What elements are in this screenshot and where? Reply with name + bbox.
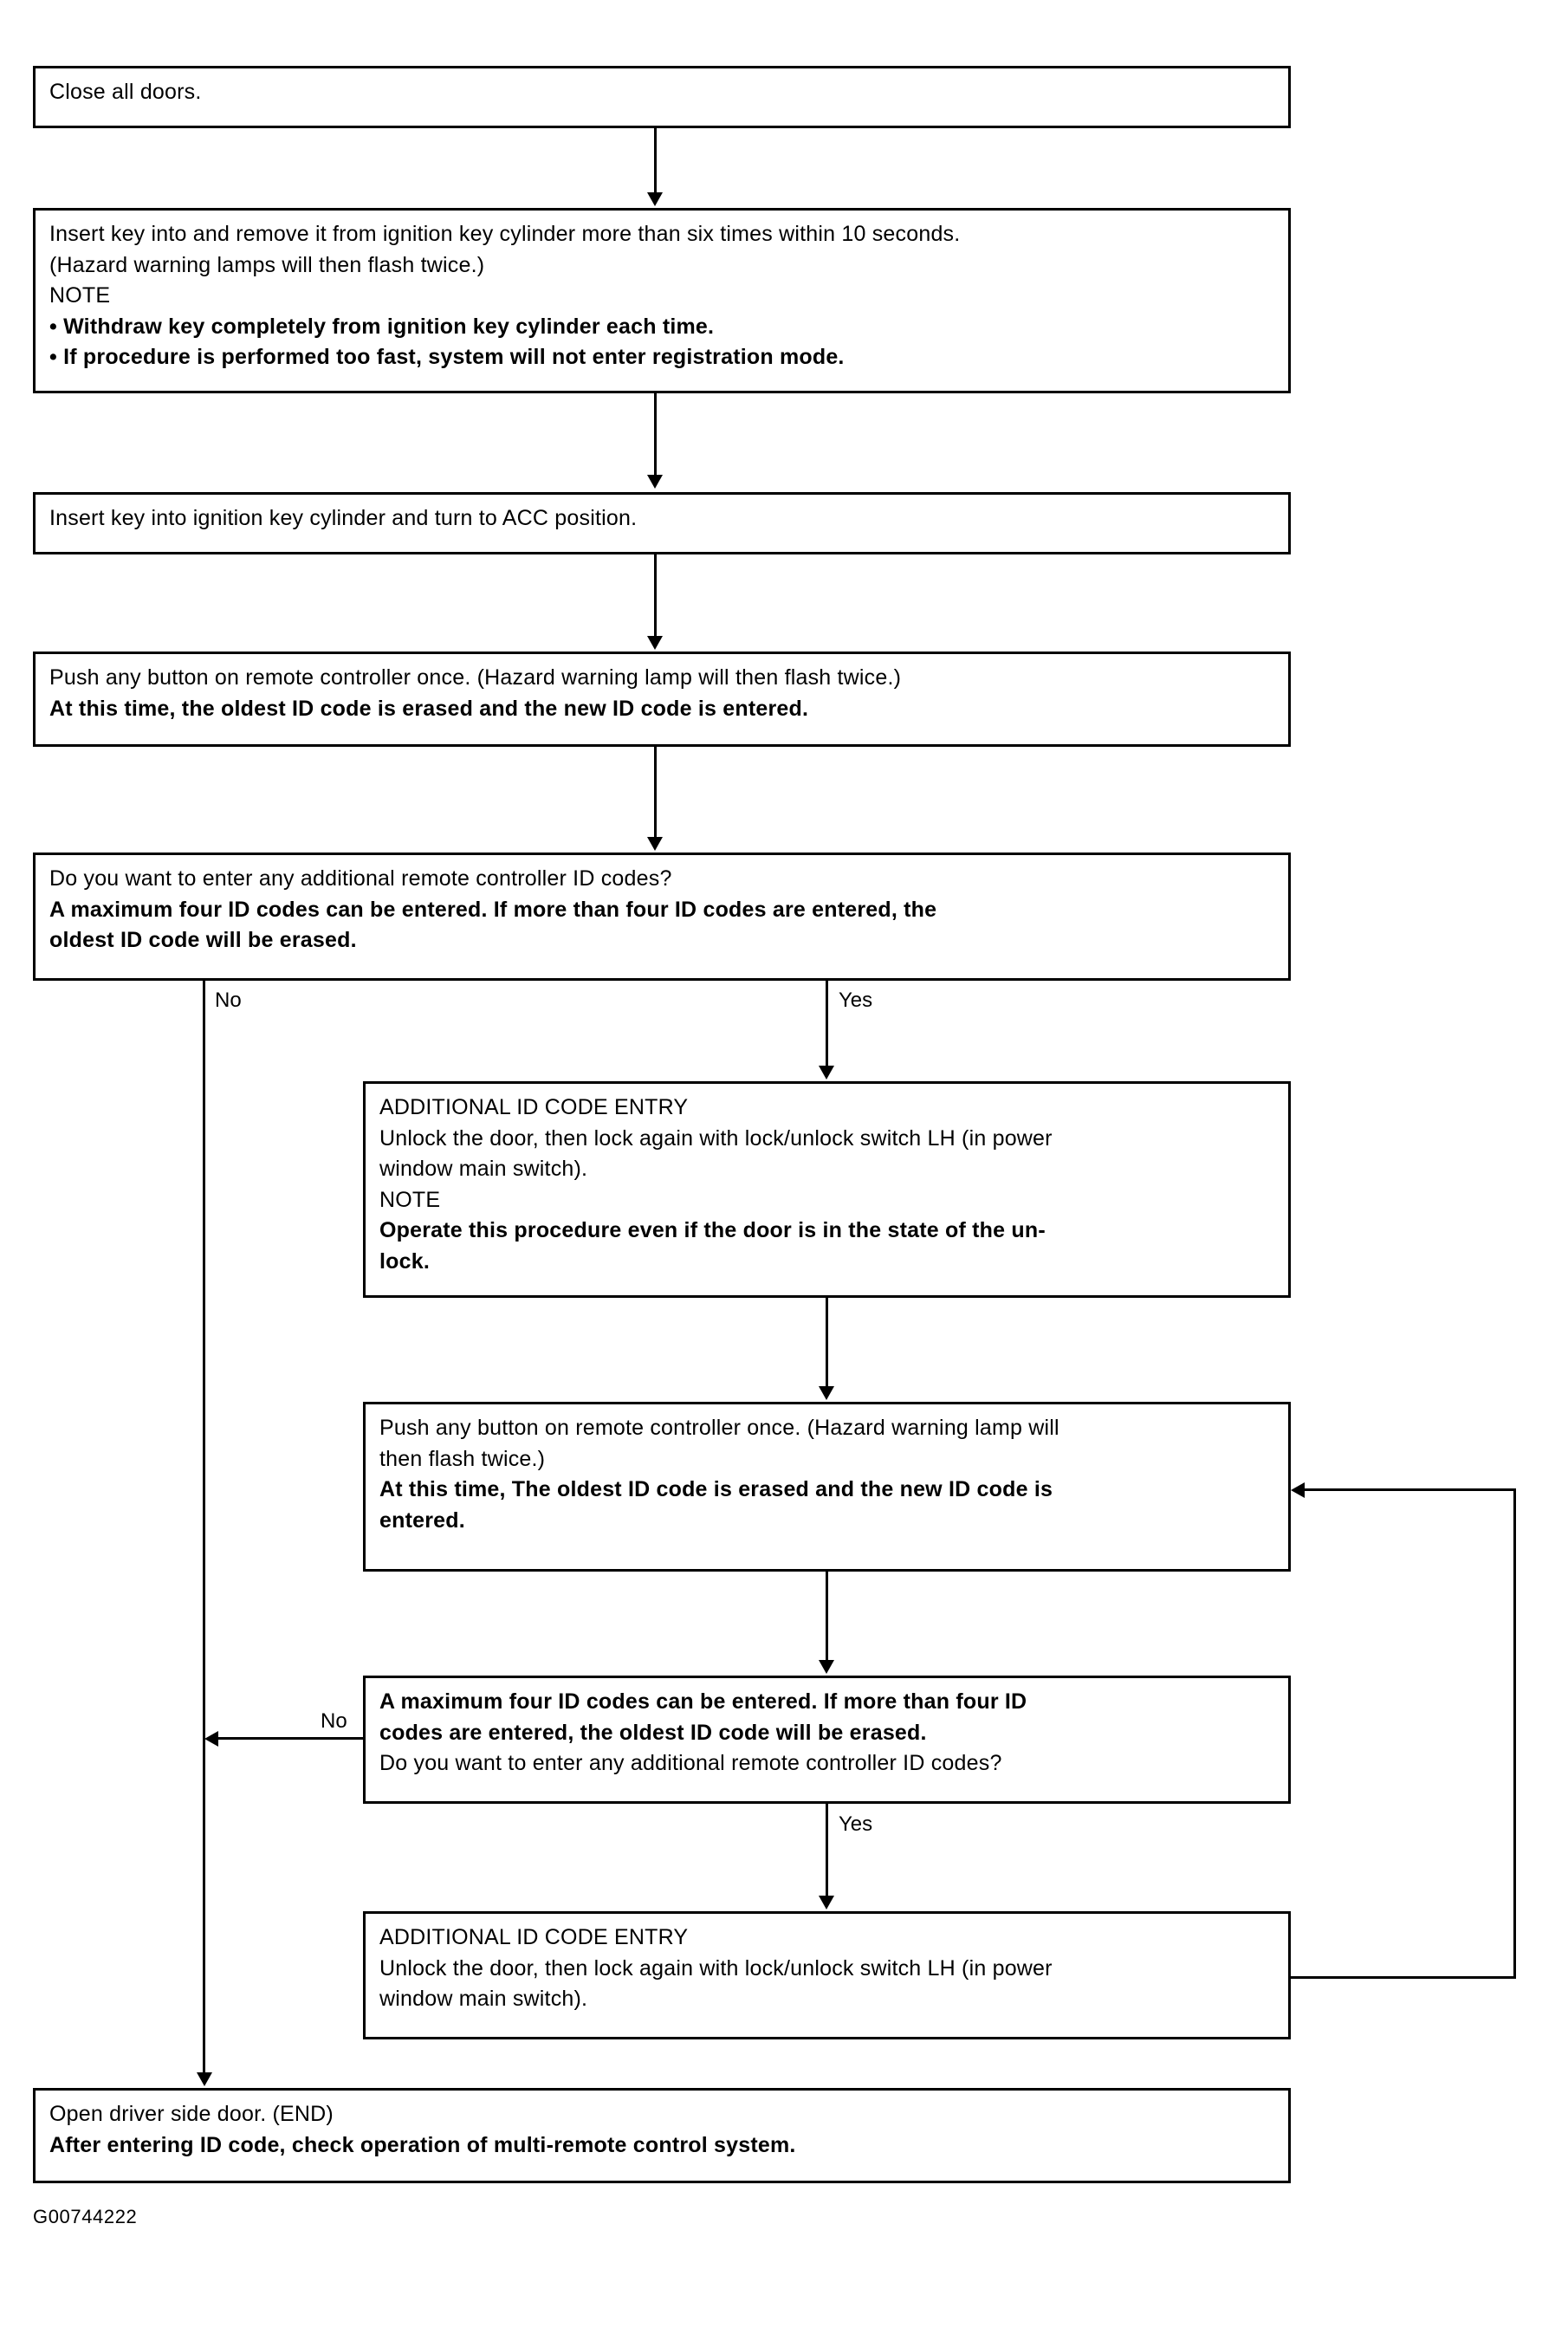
step-text-line: Insert key into and remove it from ignit… <box>49 222 961 246</box>
step-close-all-doors: Close all doors. <box>33 66 1291 128</box>
step-text-line: NOTE <box>49 283 111 308</box>
step-text-line: oldest ID code will be erased. <box>49 928 357 952</box>
arrow-10 <box>1291 1482 1305 1498</box>
connector-yes-branch-second <box>826 1804 828 1901</box>
step-text-line: Push any button on remote controller onc… <box>49 665 902 690</box>
connector-6 <box>826 1298 828 1391</box>
connector-7 <box>826 1572 828 1665</box>
arrow-7 <box>819 1660 834 1674</box>
edge-label-no-first: No <box>215 989 242 1012</box>
connector-2 <box>654 393 657 480</box>
arrow-6 <box>819 1386 834 1400</box>
step-text-line: Push any button on remote controller onc… <box>379 1416 1059 1440</box>
connector-3 <box>654 554 657 641</box>
step-text-line: entered. <box>379 1507 465 1533</box>
arrow-1 <box>647 192 663 206</box>
arrow-11 <box>197 2072 212 2086</box>
step-text-line: NOTE <box>379 1187 441 1212</box>
connector-1 <box>654 128 657 198</box>
arrow-8 <box>204 1731 218 1747</box>
step-text-line: Insert key into ignition key cylinder an… <box>49 506 638 530</box>
connector-no-branch-second <box>218 1737 363 1740</box>
step-text-line: Do you want to enter any additional remo… <box>49 866 672 891</box>
connector-4 <box>654 747 657 842</box>
step-insert-remove-key: Insert key into and remove it from ignit… <box>33 208 1291 393</box>
step-open-driver-door-end: Open driver side door. (END) After enter… <box>33 2088 1291 2183</box>
step-text-line: Open driver side door. (END) <box>49 2102 334 2126</box>
step-text-line: • Withdraw key completely from ignition … <box>49 314 715 339</box>
step-text-line: ADDITIONAL ID CODE ENTRY <box>379 1925 689 1949</box>
step-text-line: Operate this procedure even if the door … <box>379 1218 1046 1242</box>
step-text-line: Do you want to enter any additional remo… <box>379 1751 1002 1775</box>
step-text-line: A maximum four ID codes can be entered. … <box>379 1689 1027 1714</box>
edge-label-yes-second: Yes <box>839 1812 873 1836</box>
step-text-line: A maximum four ID codes can be entered. … <box>49 897 937 922</box>
step-text-line: lock. <box>379 1248 430 1274</box>
step-text-line: After entering ID code, check operation … <box>49 2132 796 2157</box>
loop-back-top-segment <box>1305 1488 1516 1491</box>
step-push-button-second: Push any button on remote controller onc… <box>363 1402 1291 1572</box>
arrow-3 <box>647 636 663 650</box>
step-text-line: then flash twice.) <box>379 1446 546 1471</box>
step-text-line: (Hazard warning lamps will then flash tw… <box>49 252 485 277</box>
connector-yes-branch-first <box>826 981 828 1071</box>
step-additional-id-code-entry-second: ADDITIONAL ID CODE ENTRY Unlock the door… <box>363 1911 1291 2039</box>
step-push-button-first: Push any button on remote controller onc… <box>33 652 1291 747</box>
step-text-line: window main switch). <box>379 1987 588 2011</box>
step-text-line: window main switch). <box>379 1157 588 1181</box>
loop-back-right-segment <box>1513 1488 1516 1979</box>
arrow-9 <box>819 1896 834 1909</box>
step-text-line: At this time, the oldest ID code is eras… <box>49 696 809 721</box>
step-text-line: Unlock the door, then lock again with lo… <box>379 1125 1053 1151</box>
connector-no-branch-first <box>203 981 205 2079</box>
step-text-line: Close all doors. <box>49 80 202 104</box>
arrow-4 <box>647 837 663 851</box>
step-text-line: codes are entered, the oldest ID code wi… <box>379 1720 927 1745</box>
arrow-5 <box>819 1066 834 1079</box>
arrow-2 <box>647 475 663 489</box>
step-text-line: Unlock the door, then lock again with lo… <box>379 1955 1053 1981</box>
figure-code-label: G00744222 <box>33 2206 138 2227</box>
step-additional-id-code-entry-first: ADDITIONAL ID CODE ENTRY Unlock the door… <box>363 1081 1291 1298</box>
step-text-line: At this time, The oldest ID code is eras… <box>379 1477 1053 1501</box>
decision-additional-codes-first: Do you want to enter any additional remo… <box>33 853 1291 981</box>
edge-label-yes-first: Yes <box>839 989 873 1012</box>
step-text-line: ADDITIONAL ID CODE ENTRY <box>379 1095 689 1119</box>
decision-additional-codes-second: A maximum four ID codes can be entered. … <box>363 1676 1291 1804</box>
step-text-line: • If procedure is performed too fast, sy… <box>49 345 845 369</box>
loop-back-bottom-segment <box>1291 1976 1516 1979</box>
step-turn-to-acc: Insert key into ignition key cylinder an… <box>33 492 1291 554</box>
edge-label-no-second: No <box>321 1709 347 1733</box>
